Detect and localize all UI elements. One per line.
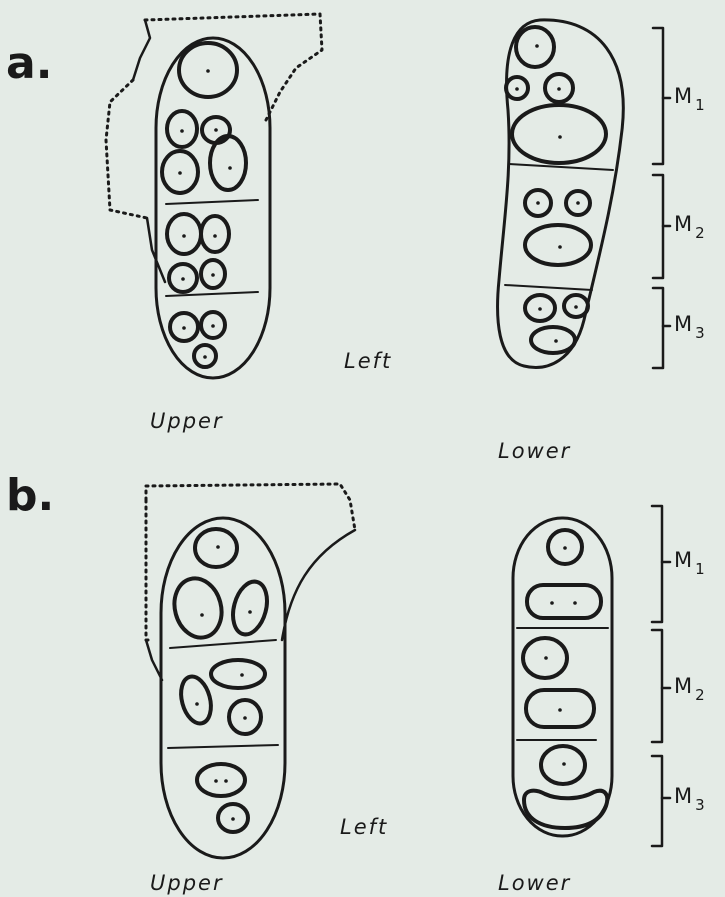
cusp — [228, 578, 273, 638]
cusp — [531, 327, 575, 353]
cusp — [211, 660, 265, 688]
panel-a: a. — [6, 14, 705, 463]
cusp — [168, 573, 228, 643]
upper-b-fragment-solid-edge — [282, 530, 355, 640]
cusp — [527, 585, 601, 618]
side-label: Left — [340, 815, 388, 839]
bracket-m3 — [652, 756, 662, 846]
bracket-m2 — [652, 630, 662, 742]
upper-a-m2 — [167, 214, 229, 292]
upper-a-m1 — [162, 43, 246, 193]
cusp — [524, 791, 607, 828]
lower-a-m1 — [506, 27, 606, 163]
upper-b-m1 — [168, 529, 272, 643]
lower-jaw-label: Lower — [498, 871, 571, 895]
cusp — [167, 111, 197, 147]
lower-jaw-label: Lower — [498, 439, 571, 463]
upper-b-fragment-dotted-outline — [146, 484, 355, 530]
cusp — [512, 105, 606, 163]
bracket-m1 — [653, 28, 663, 164]
lower-a-molar-boundary — [505, 285, 592, 290]
upper-b-m3 — [197, 764, 248, 832]
upper-a-molar-boundary — [166, 200, 258, 204]
upper-b-fragment-dotted-outline-left — [146, 500, 152, 640]
lower-a-tooth-row — [498, 20, 624, 368]
lower-b-m2 — [523, 638, 594, 727]
lower-b-m1 — [527, 530, 601, 618]
upper-a-fragment-solid-edge — [133, 20, 150, 80]
cusp — [201, 216, 229, 252]
upper-b-molar-boundary — [170, 640, 276, 648]
cusp — [210, 136, 246, 190]
cusp — [525, 225, 591, 265]
cusp — [167, 214, 201, 254]
panel-b: b. Left — [6, 470, 705, 895]
panel-b-label: b. — [6, 470, 54, 521]
upper-jaw-label: Upper — [150, 409, 224, 433]
cusp — [197, 764, 245, 796]
panel-a-label: a. — [6, 38, 52, 89]
cusp — [176, 673, 215, 727]
bracket-m3 — [653, 288, 663, 368]
upper-b-molar-boundary — [168, 745, 278, 748]
lower-a-m3 — [525, 295, 588, 353]
bracket-m1 — [652, 506, 662, 622]
lower-b-m3 — [524, 746, 607, 828]
cusp — [195, 529, 237, 567]
side-label: Left — [344, 349, 392, 373]
upper-a-fragment-dotted-outline-left — [106, 80, 147, 218]
upper-b-m2 — [176, 660, 265, 734]
lower-a-m2 — [525, 190, 591, 265]
upper-jaw-label: Upper — [150, 871, 224, 895]
bracket-m2 — [653, 175, 663, 278]
cusp — [516, 27, 554, 67]
